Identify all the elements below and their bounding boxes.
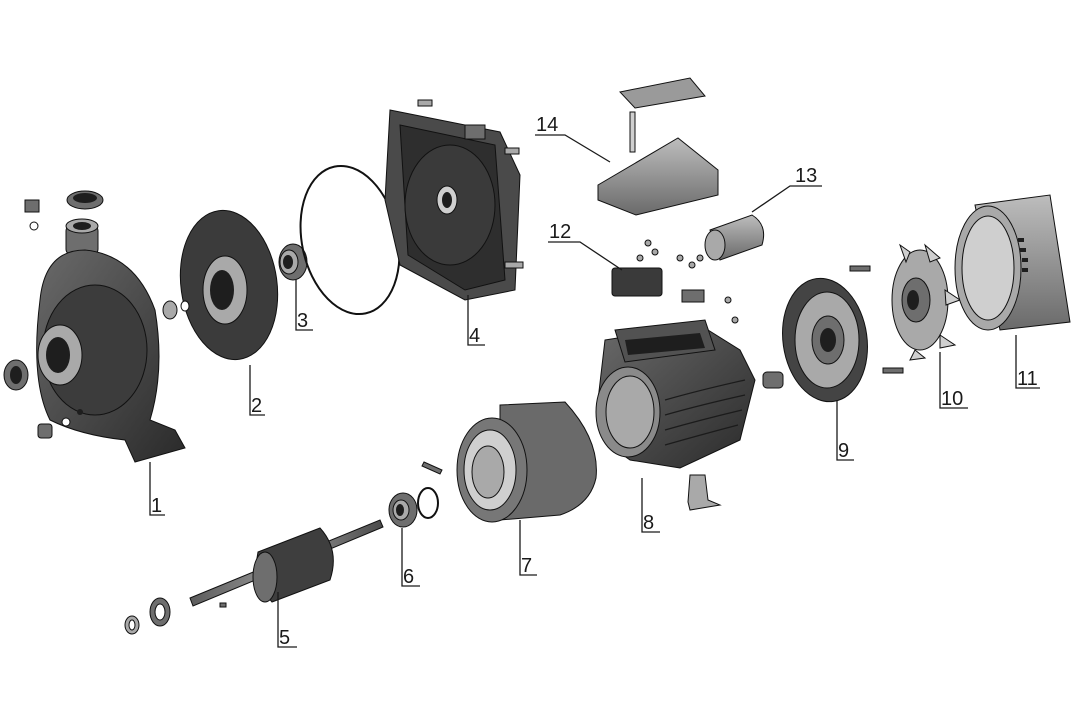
rotor-shaft-icon <box>124 519 384 635</box>
callout-number-2: 2 <box>251 395 262 417</box>
callout-7: 7 <box>519 520 537 577</box>
callout-number-14: 14 <box>536 114 558 136</box>
callout-number-12: 12 <box>549 221 571 243</box>
callout-1: 1 <box>149 462 165 517</box>
callout-11: 11 <box>1015 335 1040 390</box>
callout-8: 8 <box>641 478 660 534</box>
motor-housing-icon <box>595 319 756 511</box>
callout-number-11: 11 <box>1017 368 1038 390</box>
callout-number-4: 4 <box>469 325 480 347</box>
callout-6: 6 <box>401 528 420 588</box>
bearing-icon <box>388 461 443 528</box>
capacitor-icon <box>704 214 765 261</box>
callout-number-10: 10 <box>941 388 963 410</box>
callout-4: 4 <box>467 295 485 347</box>
terminal-block-icon <box>611 239 739 324</box>
pump-casing-icon <box>3 190 186 463</box>
callout-2: 2 <box>249 365 265 417</box>
callout-10: 10 <box>939 352 968 410</box>
callout-number-8: 8 <box>643 512 654 534</box>
callout-5: 5 <box>277 592 297 649</box>
rear-end-cover-icon <box>762 277 868 403</box>
callout-number-9: 9 <box>838 440 849 462</box>
callout-13: 13 <box>751 165 822 213</box>
callout-number-6: 6 <box>403 566 414 588</box>
terminal-box-cover-icon <box>597 77 719 216</box>
callout-number-13: 13 <box>795 165 817 187</box>
callout-number-5: 5 <box>279 627 290 649</box>
callout-12: 12 <box>548 221 623 271</box>
fan-cover-icon <box>954 194 1071 331</box>
pump-bracket-icon <box>384 99 524 301</box>
impeller-icon <box>162 209 279 361</box>
callout-3: 3 <box>295 280 313 332</box>
stator-icon <box>456 401 597 523</box>
callout-number-7: 7 <box>521 555 532 577</box>
callout-number-3: 3 <box>297 310 308 332</box>
cooling-fan-icon <box>849 243 962 374</box>
callout-9: 9 <box>836 400 854 462</box>
callout-number-1: 1 <box>151 495 162 517</box>
callout-14: 14 <box>535 114 611 163</box>
